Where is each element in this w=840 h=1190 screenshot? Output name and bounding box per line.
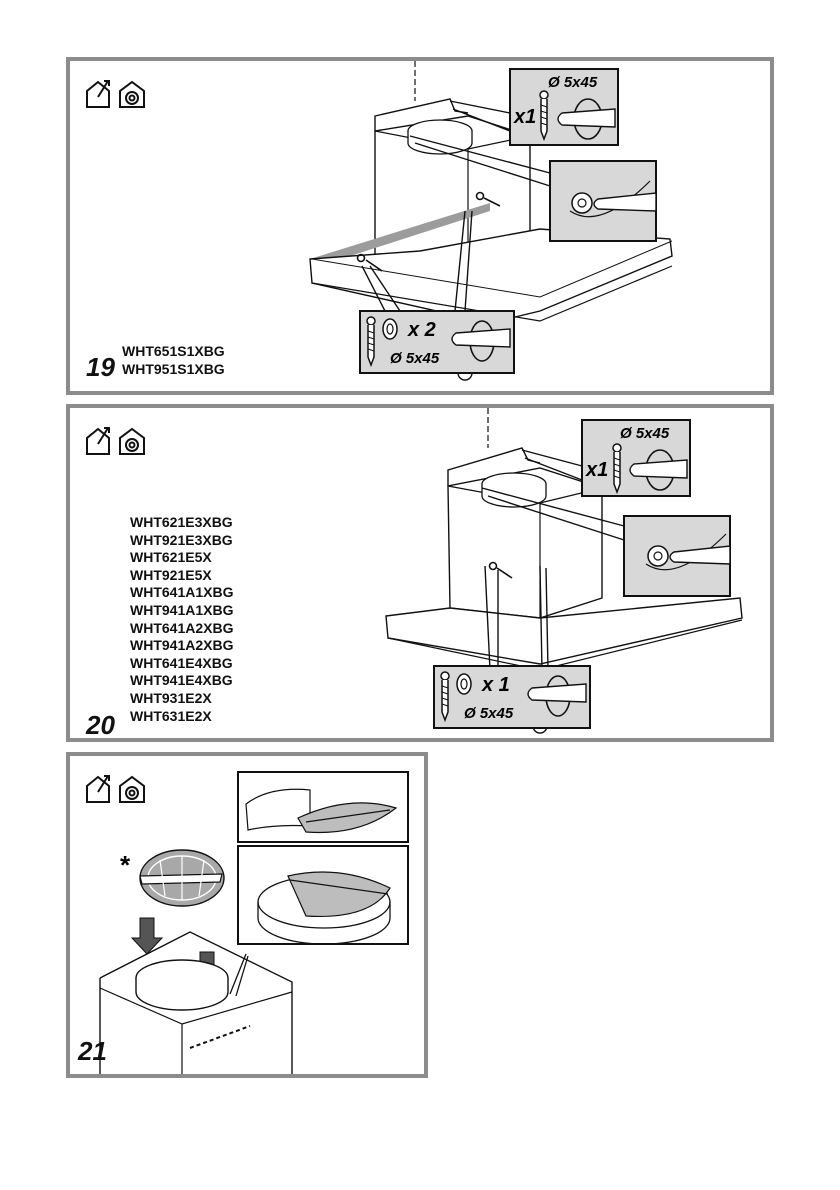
house-recirculation-icon bbox=[119, 775, 145, 803]
screw-callout-bottom: x 1 Ø 5x45 bbox=[433, 665, 591, 729]
screw-icon bbox=[539, 90, 549, 142]
screw-qty-label: x1 bbox=[585, 459, 608, 481]
detail-callout bbox=[237, 845, 409, 945]
model-name: WHT621E3XBG bbox=[130, 514, 233, 530]
screwdriver-icon bbox=[527, 675, 587, 717]
model-list: WHT621E3XBG WHT921E3XBG WHT621E5X WHT921… bbox=[130, 514, 233, 725]
mode-icons bbox=[86, 775, 145, 803]
step-19-panel: 19 WHT651S1XBG WHT951S1XBG bbox=[66, 57, 774, 395]
washer-icon bbox=[456, 673, 472, 695]
screw-qty-label: x 1 bbox=[481, 674, 510, 696]
step-20-panel: WHT621E3XBG WHT921E3XBG WHT621E5X WHT921… bbox=[66, 404, 774, 742]
screwdriver-icon bbox=[451, 320, 511, 362]
step-number: 19 bbox=[86, 352, 115, 382]
model-name: WHT941E4XBG bbox=[130, 672, 233, 689]
screw-callout-top: Ø 5x45 x1 bbox=[509, 68, 619, 146]
house-exhaust-icon bbox=[86, 775, 110, 803]
model-name: WHT631E2X bbox=[130, 707, 212, 724]
detail-callout bbox=[237, 771, 409, 843]
screw-callout-top: Ø 5x45 x1 bbox=[581, 419, 691, 497]
carbon-filter-disc bbox=[139, 849, 225, 907]
detail-callout bbox=[549, 160, 657, 242]
model-name: WHT641A1XBG bbox=[130, 584, 234, 601]
screw-callout-bottom: x 2 Ø 5x45 bbox=[359, 310, 515, 374]
model-name: WHT641A2XBG bbox=[130, 619, 234, 636]
screw-icon bbox=[440, 671, 450, 723]
model-name: WHT621E5X bbox=[130, 549, 212, 566]
house-exhaust-icon bbox=[86, 80, 110, 108]
model-name: WHT921E5X bbox=[130, 566, 212, 583]
asterisk-marker: * bbox=[120, 850, 131, 880]
screw-spec-label: Ø 5x45 bbox=[548, 74, 598, 91]
screw-icon bbox=[366, 316, 376, 368]
model-name: WHT651S1XBG bbox=[122, 343, 225, 359]
mode-icons bbox=[86, 427, 145, 455]
model-name: WHT941A2XBG bbox=[130, 637, 234, 654]
screw-qty-label: x1 bbox=[513, 106, 536, 128]
model-name: WHT931E2X bbox=[130, 689, 212, 706]
house-recirculation-icon bbox=[119, 427, 145, 455]
screwdriver-icon bbox=[629, 449, 688, 491]
model-list: WHT651S1XBG WHT951S1XBG bbox=[122, 343, 225, 378]
screw-spec-label: Ø 5x45 bbox=[620, 425, 670, 442]
step-number: 21 bbox=[78, 1036, 107, 1066]
down-arrow-icon bbox=[130, 917, 164, 955]
filter-installation-illustration: * bbox=[99, 771, 409, 1074]
screw-spec-label: Ø 5x45 bbox=[464, 705, 514, 722]
screw-icon bbox=[612, 443, 622, 495]
model-name: WHT921E3XBG bbox=[130, 531, 233, 548]
house-recirculation-icon bbox=[119, 80, 145, 108]
screw-spec-label: Ø 5x45 bbox=[390, 350, 440, 367]
detail-callout bbox=[623, 515, 731, 597]
model-name: WHT941A1XBG bbox=[130, 601, 234, 618]
washer-icon bbox=[382, 318, 398, 340]
house-exhaust-icon bbox=[86, 427, 110, 455]
model-name: WHT951S1XBG bbox=[122, 360, 225, 377]
model-name: WHT641E4XBG bbox=[130, 654, 233, 671]
screwdriver-icon bbox=[557, 98, 616, 140]
hood-installation-illustration: Ø 5x45 x1 bbox=[385, 408, 743, 734]
hood-installation-illustration: Ø 5x45 x1 bbox=[309, 61, 673, 381]
screw-qty-label: x 2 bbox=[407, 319, 436, 341]
step-number: 20 bbox=[86, 710, 115, 740]
mode-icons bbox=[86, 80, 145, 108]
step-21-panel: 21 * bbox=[66, 752, 428, 1078]
